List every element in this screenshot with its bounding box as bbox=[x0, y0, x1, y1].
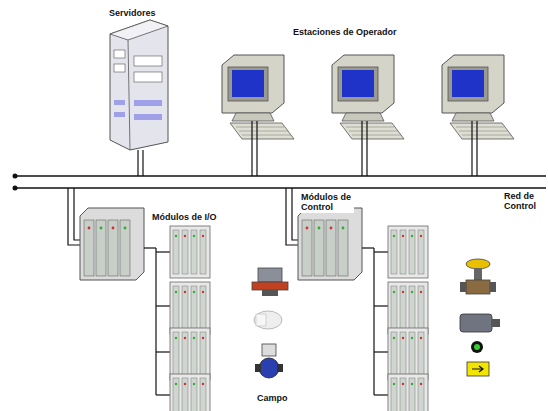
network-label: Red de Control bbox=[503, 191, 545, 212]
io-module-label: Módulos de I/O bbox=[151, 212, 218, 222]
field-label: Campo bbox=[256, 393, 289, 403]
station-label: Estaciones de Operador bbox=[292, 27, 398, 37]
server-label: Servidores bbox=[108, 8, 157, 18]
control-module-label: Módulos de Control bbox=[300, 192, 354, 213]
